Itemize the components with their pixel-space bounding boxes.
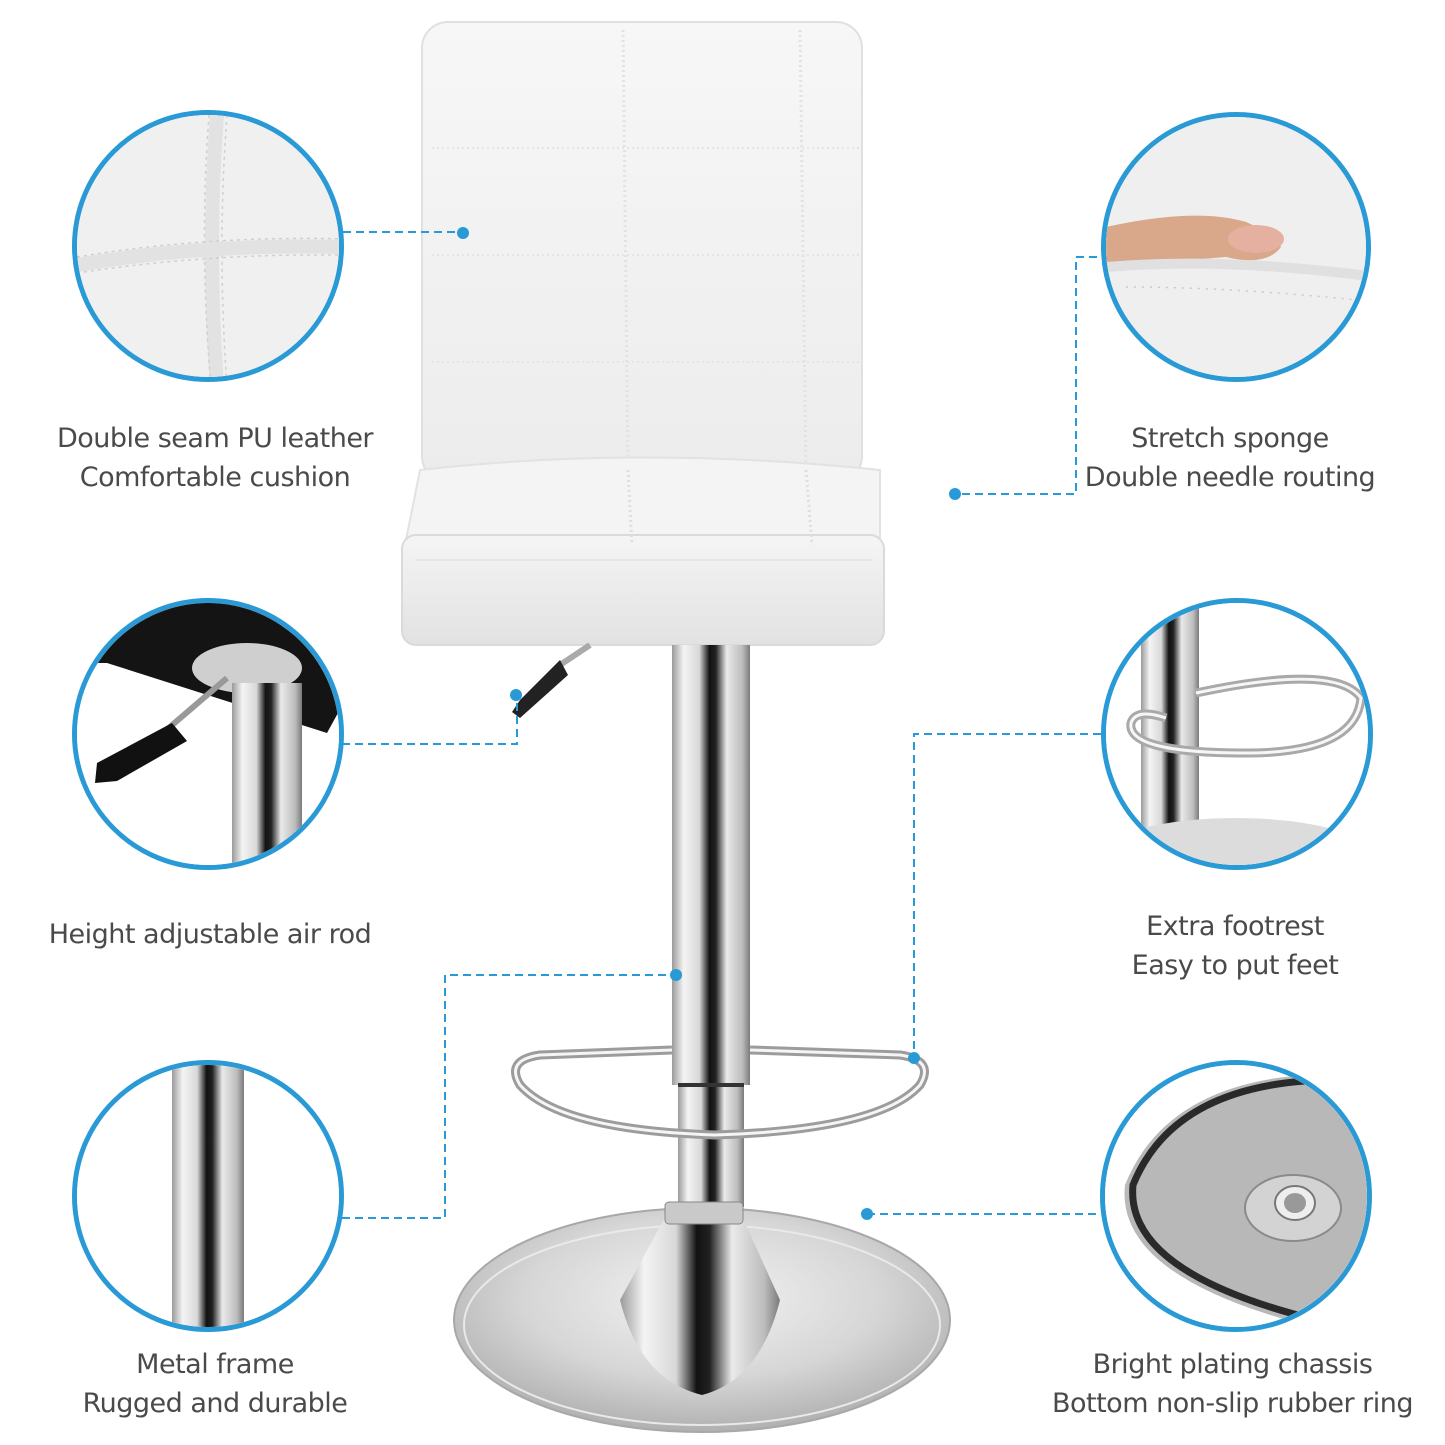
caption-leather-line1: Double seam PU leather	[56, 423, 374, 454]
chrome-base	[453, 1201, 951, 1433]
detail-circle-air-rod	[72, 598, 344, 870]
caption-sponge-line2: Double needle routing	[1084, 462, 1376, 493]
finger-pressing-cushion-icon	[1106, 117, 1366, 377]
anchor-dot-air-rod	[510, 689, 522, 701]
stitched-leather-closeup-icon	[77, 115, 339, 377]
caption-leather-line2: Comfortable cushion	[79, 462, 351, 493]
seat-cushion	[401, 456, 885, 646]
detail-circle-leather	[72, 110, 344, 382]
chrome-tube-icon	[77, 1065, 339, 1327]
caption-chassis-line1: Bright plating chassis	[1092, 1349, 1373, 1380]
chrome-column	[672, 645, 750, 1207]
caption-footrest-line2: Easy to put feet	[1131, 950, 1339, 981]
detail-circle-chassis	[1100, 1060, 1372, 1332]
base-underside-rubber-ring-icon	[1105, 1065, 1367, 1327]
gas-lift-lever	[512, 642, 592, 718]
detail-circle-frame	[72, 1060, 344, 1332]
caption-footrest: Extra footrest Easy to put feet	[1080, 907, 1390, 985]
connector-air-rod	[342, 700, 518, 745]
detail-circle-footrest	[1101, 598, 1373, 870]
caption-leather: Double seam PU leather Comfortable cushi…	[30, 419, 400, 497]
footrest-ring	[511, 1045, 929, 1140]
connector-footrest	[913, 733, 1101, 1058]
caption-air-rod-line1: Height adjustable air rod	[48, 919, 372, 950]
detail-circle-sponge	[1101, 112, 1371, 382]
anchor-dot-sponge	[949, 488, 961, 500]
anchor-dot-chassis	[861, 1208, 873, 1220]
caption-frame: Metal frame Rugged and durable	[55, 1345, 375, 1423]
gas-lift-lever-icon	[77, 603, 339, 865]
backrest	[421, 21, 863, 483]
caption-footrest-line1: Extra footrest	[1146, 911, 1324, 942]
connector-sponge	[956, 256, 1097, 495]
connector-frame	[342, 974, 676, 1219]
anchor-dot-frame	[670, 969, 682, 981]
caption-chassis: Bright plating chassis Bottom non-slip r…	[1040, 1345, 1425, 1423]
caption-frame-line1: Metal frame	[136, 1349, 294, 1380]
anchor-dot-footrest	[908, 1052, 920, 1064]
caption-chassis-line2: Bottom non-slip rubber ring	[1051, 1388, 1414, 1419]
caption-frame-line2: Rugged and durable	[82, 1388, 348, 1419]
anchor-dot-leather	[457, 227, 469, 239]
chrome-footrest-ring-icon	[1106, 603, 1368, 865]
caption-sponge-line1: Stretch sponge	[1131, 423, 1329, 454]
caption-sponge: Stretch sponge Double needle routing	[1060, 419, 1400, 497]
caption-air-rod: Height adjustable air rod	[30, 915, 390, 954]
